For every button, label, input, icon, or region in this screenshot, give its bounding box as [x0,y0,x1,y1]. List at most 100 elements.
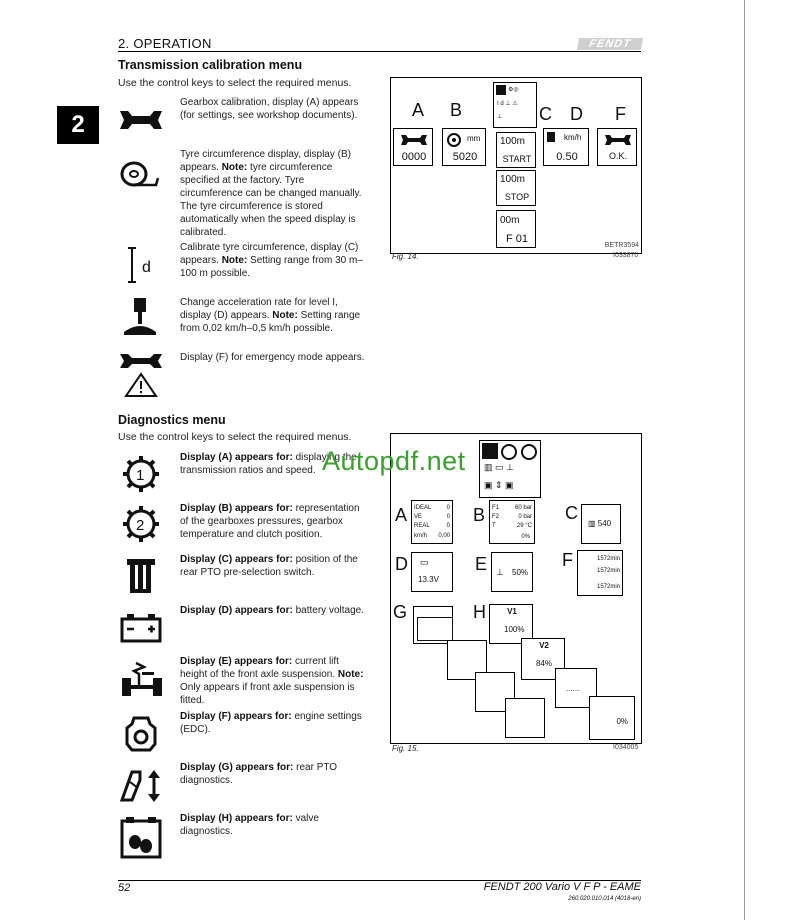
svg-text:d: d [142,259,151,276]
diag-v2-pct: 84% [536,659,553,668]
screen-f01: 00m F 01 [496,210,536,248]
fig15-label-a: A [395,505,408,525]
screen-a-value: 0000 [401,151,427,163]
menu-row-3: ▣ ⇕ ▣ [484,480,514,490]
diag-f-val-3: 1572min [596,584,620,590]
fig15-code: I034005 [613,744,639,751]
diagnostics-menu-screen: ▥ ▭ ⊥ ▣ ⇕ ▣ [479,440,541,498]
screen-d-unit: km/h [564,133,582,142]
menu-select-icon [482,443,498,459]
diag-b-val-3: 29 °C [516,523,532,529]
diag-a-row-4: km/h [414,533,428,539]
screen-stop-value: STOP [504,192,530,202]
screen-last-distance: 00m [500,215,520,226]
chapter-tab: 2 [57,106,99,144]
screen-b: mm 5020 [442,128,486,166]
diagnostics-item-c: Display (C) appears for: position of the… [180,554,358,578]
battery-icon [120,614,162,643]
diag-screen-g [413,606,453,644]
wrench-icon [401,135,427,145]
diag-b-row-3: T [492,523,496,529]
screen-c-value: START [502,154,532,164]
diag-v2-title: V2 [539,641,549,650]
acceleration-icon [124,298,156,335]
diag-b-val-2: 0 bar [518,514,532,520]
fig15-label-g: G [393,602,408,622]
fig14-label-d: D [570,104,583,124]
battery-icon: ▭ [420,557,429,567]
screen-b-value: 5020 [452,151,478,163]
section-header: 2. OPERATION [118,36,212,51]
fig15-caption: Fig. 15. [392,744,419,753]
diag-dots: ...... [566,684,580,693]
fig15-label-d: D [395,554,408,574]
screen-f: O.K. [597,128,637,166]
wrench-icon [120,111,162,129]
menu-row-1: ⚙◎ [508,87,519,93]
screen-b-unit: mm [467,134,481,143]
header-rule [118,51,641,52]
menu-select-icon [496,85,506,95]
diag-screen-b: F1 60 bar F2 0 bar T 29 °C 0% [489,500,535,544]
diag-a-row-2: VE [414,514,423,520]
valve-icon [120,817,162,859]
menu-gears-icon [501,444,537,460]
diag-e-value: 50% [512,568,529,577]
calibration-item-c: Calibrate tyre circumference, display (C… [180,242,363,279]
diag-b-pct: 0% [521,534,530,540]
wrench-icon [605,135,631,145]
fig15-label-b: B [473,505,486,525]
screen-stop: 100m STOP [496,170,536,206]
gear-2-icon: 2 [123,506,159,542]
footer-rule [118,880,641,881]
diag-screen-e: ⊥ 50% [491,552,533,592]
rear-pto-diag-icon [119,770,160,802]
diag-screen-d: ▭ 13.3V [411,552,453,592]
calibration-item-b: Tyre circumference display, display (B) … [180,149,362,238]
diagnostics-item-a: Display (A) appears for: displaying the … [180,452,357,476]
front-axle-icon [122,661,162,696]
diag-b-row-1: F1 [492,505,500,511]
diag-screen-c: ▥ 540 [581,504,621,544]
menu-row-2: ▥ ▭ ⊥ [484,462,514,472]
screen-d-value: 0.50 [556,151,578,163]
screen-a: 0000 [393,128,433,166]
menu-row-2: I d ⊥ ⚠ [497,101,518,107]
diag-screen-f: 1572min 1572min 1572min [577,550,623,596]
diag-last-pct: 0% [616,717,628,726]
fig14-caption: Fig. 14. [392,252,419,261]
diag-screen-g4 [505,698,545,738]
screen-c-distance: 100m [500,136,526,147]
fig14-label-c: C [539,104,552,124]
diag-a-val-2: 0 [446,514,450,520]
svg-text:1: 1 [136,467,144,484]
calibration-item-f: Display (F) for emergency mode appears. [180,352,365,363]
screen-stop-distance: 100m [500,174,526,185]
fig15-label-f: F [562,550,573,570]
calibration-menu-screen: ⚙◎ I d ⊥ ⚠ ⊥ [493,82,537,128]
diag-a-val-3: 0 [446,523,450,529]
diag-d-value: 13.3V [418,575,439,584]
diag-screen-h: V1 100% [489,604,533,644]
diag-a-row-3: REAL [414,523,430,529]
svg-text:2: 2 [136,517,144,534]
diag-c-value: ▥ 540 [588,519,612,528]
fig15-label-c: C [565,503,578,523]
acceleration-icon [547,132,555,142]
fig14-label-b: B [450,100,463,120]
fig14-code-top: BETR3594 [604,242,639,249]
diag-a-row-1: IDEAL [414,505,432,511]
diagnostics-title: Diagnostics menu [118,413,226,427]
fig15-label-e: E [475,554,488,574]
diag-b-row-2: F2 [492,514,500,520]
screen-last-value: F 01 [505,233,528,245]
diag-b-val-1: 60 bar [514,505,532,511]
fig14-code: I033870 [613,252,639,259]
figure-14: ⚙◎ I d ⊥ ⚠ ⊥ A B C D F 0000 mm 5020 100m… [390,77,642,254]
diagnostics-item-f: Display (F) appears for: engine settings… [180,711,362,735]
watermark: Autopdf.net [322,446,466,476]
distance-calibrate-icon: d [128,247,151,283]
diagnostics-item-d: Display (D) appears for: battery voltage… [180,605,364,616]
fig15-label-h: H [473,602,486,622]
page-number: 52 [118,882,131,894]
